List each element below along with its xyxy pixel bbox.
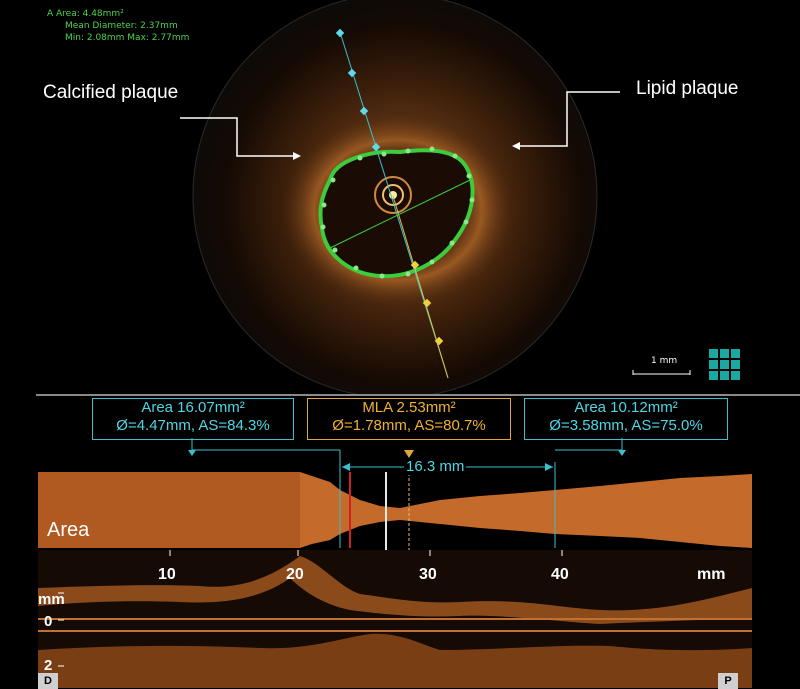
mla-area: MLA 2.53mm² (362, 399, 456, 416)
lower-wall (38, 633, 752, 688)
mla-marker (404, 450, 414, 458)
mean-diameter-readout: Mean Diameter: 2.37mm (65, 21, 178, 31)
catheter-inner (382, 184, 404, 206)
lipid-arrow (520, 91, 620, 147)
proximal-button[interactable]: P (718, 673, 738, 689)
mla-diameter: Ø=1.78mm, AS=80.7% (332, 417, 486, 434)
measurement-readout: A Area: 4.48mm² Mean Diameter: 2.37mm Mi… (47, 8, 189, 44)
area-profile-label: Area (47, 519, 90, 541)
lipid-plaque-label: Lipid plaque (636, 78, 739, 99)
distal-button[interactable]: D (38, 673, 58, 689)
grid-icon (709, 349, 740, 380)
depth-0: 0 (44, 613, 53, 630)
diameter-markers-cyan (335, 28, 381, 152)
segment-length: 16.3 mm (404, 458, 467, 475)
left-area: Area 16.07mm² (141, 399, 245, 416)
tick-10: 10 (158, 566, 176, 583)
upper-wall (38, 556, 752, 624)
area-readout: A Area: 4.48mm² (47, 9, 124, 19)
max-diameter-line (339, 31, 449, 379)
left-diameter: Ø=4.47mm, AS=84.3% (116, 417, 270, 434)
depth-unit: mm (38, 591, 65, 608)
scale-label: 1 mm (651, 356, 678, 366)
tick-30: 30 (419, 566, 437, 583)
right-area: Area 10.12mm² (574, 399, 678, 416)
reference-left-box[interactable]: Area 16.07mm² Ø=4.47mm, AS=84.3% (92, 398, 294, 440)
tick-unit: mm (697, 566, 726, 583)
oct-cross-section (180, 0, 740, 395)
tick-40: 40 (551, 566, 569, 583)
calcified-plaque-label: Calcified plaque (43, 82, 179, 103)
catheter-outer (374, 176, 412, 214)
diameter-markers-yellow (410, 260, 444, 346)
min-max-readout: Min: 2.08mm Max: 2.77mm (65, 33, 190, 43)
lumen-contour (318, 148, 475, 279)
calcified-arrow (180, 117, 293, 157)
depth-2: 2 (44, 657, 53, 674)
contour-points (320, 146, 475, 279)
longitudinal-view (38, 438, 752, 688)
mla-box[interactable]: MLA 2.53mm² Ø=1.78mm, AS=80.7% (307, 398, 511, 440)
section-divider (36, 394, 800, 396)
right-diameter: Ø=3.58mm, AS=75.0% (549, 417, 703, 434)
tick-20: 20 (286, 566, 304, 583)
reference-right-box[interactable]: Area 10.12mm² Ø=3.58mm, AS=75.0% (524, 398, 728, 440)
min-diameter-line (329, 179, 471, 249)
